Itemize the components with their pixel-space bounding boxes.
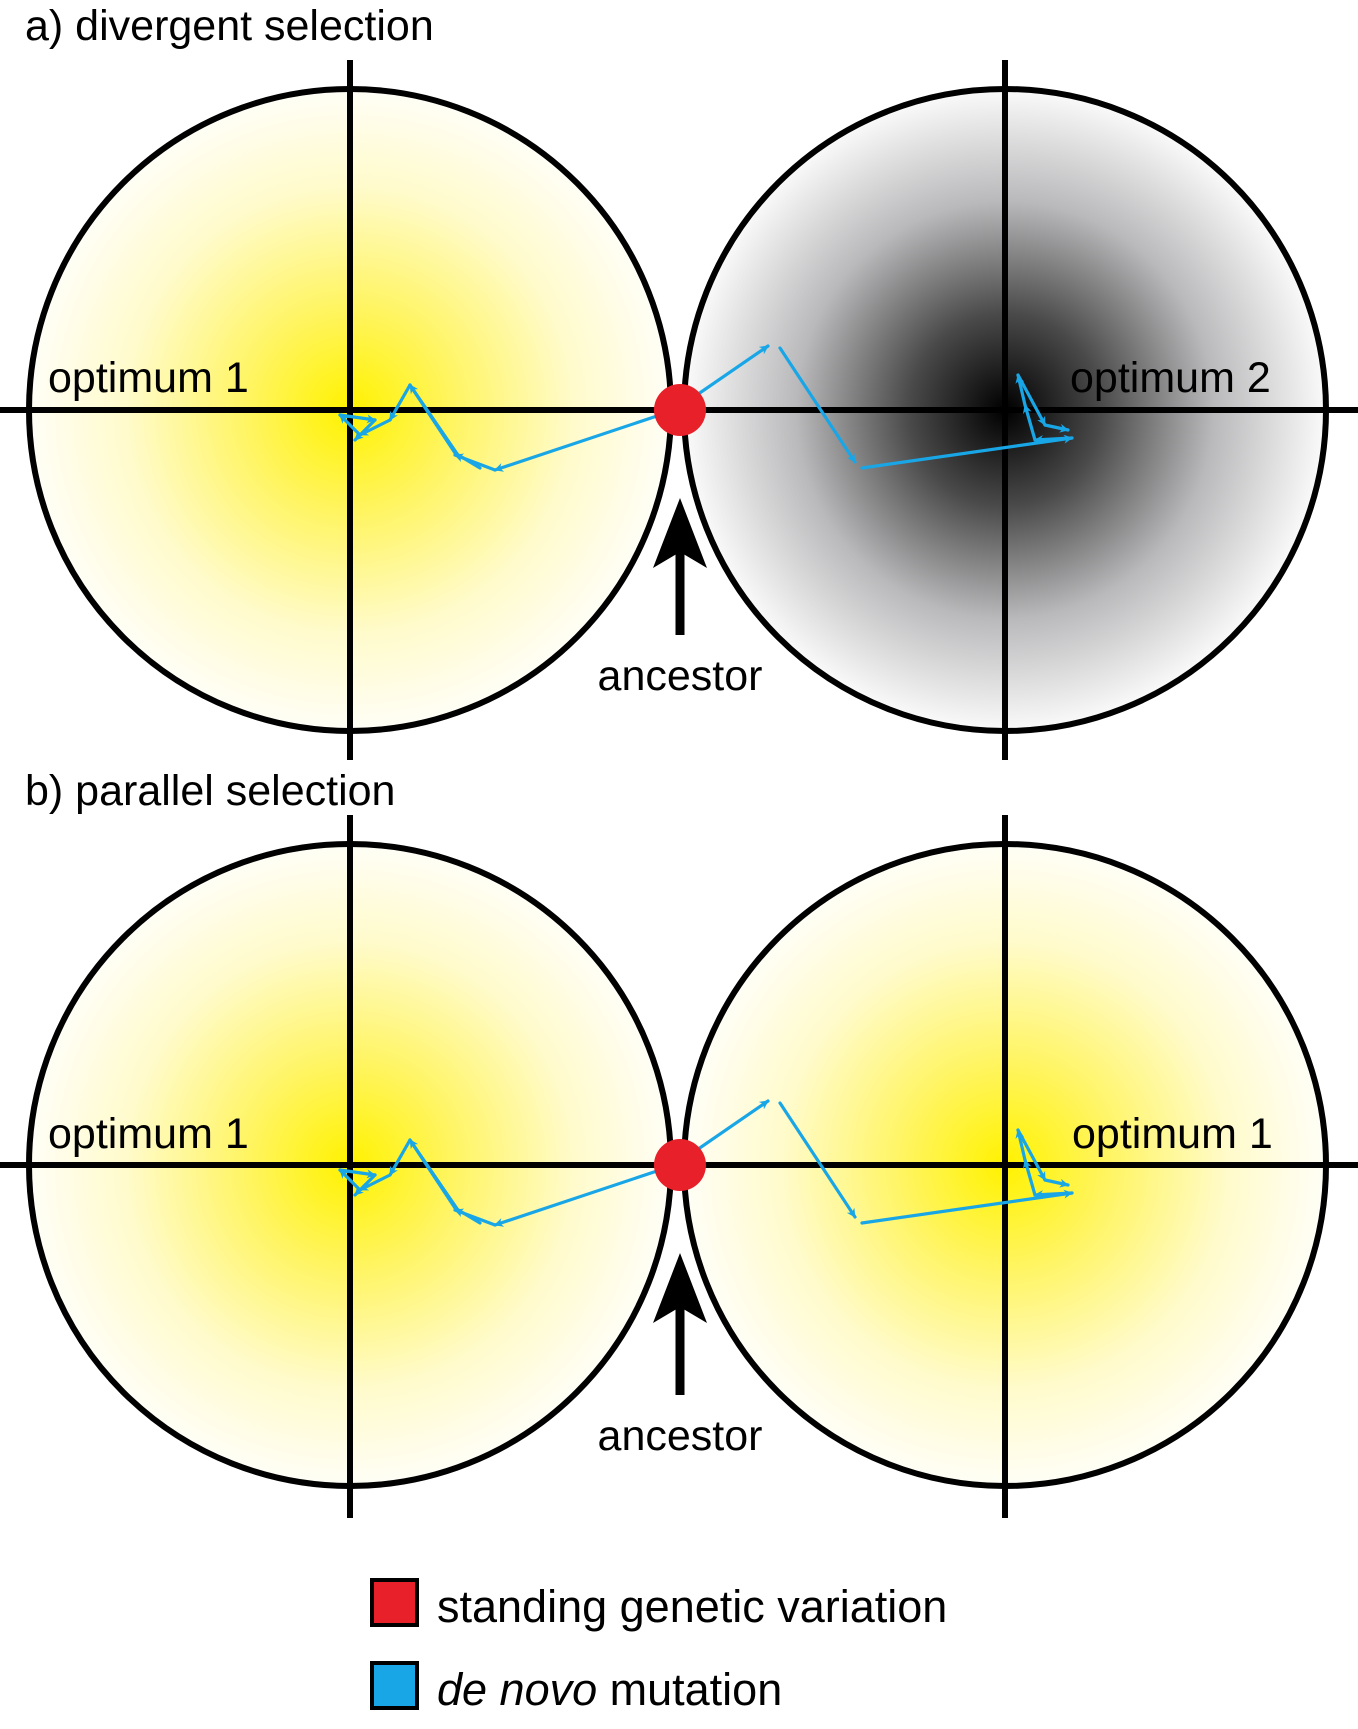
panel-b-ancestor-dot [654, 1139, 706, 1191]
panel-a-ancestor-arrow-head [653, 498, 707, 568]
panel-a-right-optimum-label: optimum 2 [1070, 354, 1271, 402]
mutation-step [1016, 1128, 1047, 1182]
mutation-step [358, 418, 392, 437]
legend-denovo-label: de novo mutation [437, 1664, 782, 1715]
panel-a: a) divergent selection optimum 1 optimum… [0, 2, 1358, 760]
panel-a-ancestor-label: ancestor [598, 652, 763, 700]
panel-a-mutation-paths [338, 344, 1074, 472]
legend-denovo-rest: mutation [597, 1664, 782, 1715]
mutation-step [353, 1173, 377, 1197]
panel-b-ancestor-arrow-head [653, 1253, 707, 1323]
mutation-step [1043, 1178, 1070, 1188]
panel-a-title: a) divergent selection [25, 2, 434, 50]
mutation-step [408, 383, 462, 460]
legend-denovo-italic: de novo [437, 1664, 597, 1715]
mutation-step [338, 413, 377, 424]
mutation-step [1033, 435, 1074, 445]
panel-b-mutation-paths [338, 1099, 1074, 1227]
mutation-step [493, 408, 677, 472]
legend-standing-label: standing genetic variation [437, 1581, 947, 1632]
mutation-step [1033, 1190, 1074, 1200]
mutation-step [388, 383, 412, 422]
mutation-step [493, 1163, 677, 1227]
mutation-step [388, 1138, 412, 1177]
mutation-step [1022, 1158, 1037, 1197]
mutation-step [358, 1173, 392, 1192]
mutation-step [353, 418, 377, 442]
mutation-step [778, 1101, 857, 1219]
panel-b: b) parallel selection optimum 1 optimum … [0, 767, 1358, 1518]
legend-denovo-swatch [370, 1661, 419, 1710]
mutation-step [778, 346, 857, 464]
mutation-step [1016, 373, 1047, 427]
panel-a-left-optimum-label: optimum 1 [48, 354, 249, 402]
mutation-step [1043, 423, 1070, 433]
panel-a-ancestor-dot [654, 384, 706, 436]
legend-standing-swatch [370, 1578, 419, 1627]
mutation-step [408, 1138, 462, 1215]
legend: standing genetic variation de novo mutat… [370, 1578, 947, 1715]
mutation-step [1022, 403, 1037, 442]
panel-b-ancestor-label: ancestor [598, 1412, 763, 1460]
panel-b-left-optimum-label: optimum 1 [48, 1110, 249, 1158]
panel-b-right-optimum-label: optimum 1 [1072, 1110, 1273, 1158]
mutation-step [338, 1168, 377, 1179]
panel-b-title: b) parallel selection [25, 767, 395, 815]
